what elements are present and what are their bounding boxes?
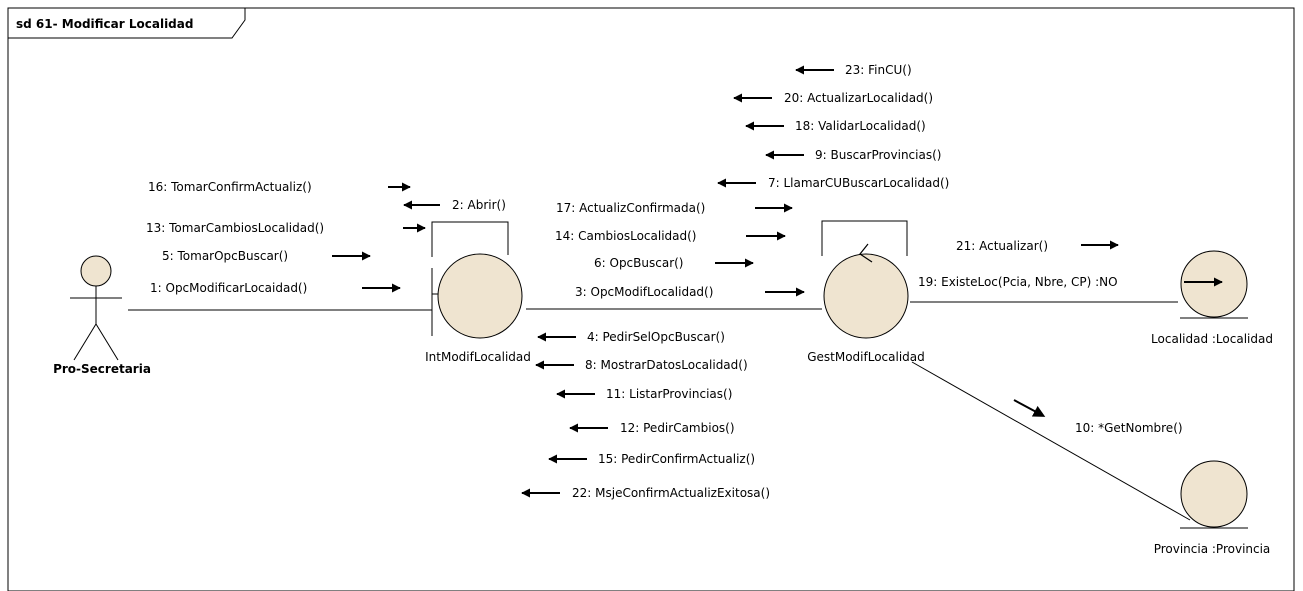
message-19: 19: ExisteLoc(Pcia, Nbre, CP) :NO [918, 275, 1223, 289]
message-9-label: 9: BuscarProvincias() [815, 148, 941, 162]
message-16-label: 16: TomarConfirmActualiz() [148, 180, 312, 194]
actor-head [80, 255, 112, 287]
message-20-label: 20: ActualizarLocalidad() [784, 91, 933, 105]
message-14-label: 14: CambiosLocalidad() [555, 229, 696, 243]
message-14: 14: CambiosLocalidad() [555, 229, 786, 243]
message-11-label: 11: ListarProvincias() [606, 387, 732, 401]
message-13-label: 13: TomarCambiosLocalidad() [146, 221, 324, 235]
message-9: 9: BuscarProvincias() [765, 148, 941, 162]
frame-title-tab [7, 7, 246, 39]
localidad-circle [1180, 250, 1248, 318]
provincia-circle [1180, 460, 1248, 528]
message-1: 1: OpcModificarLocaidad() [150, 281, 401, 295]
entity-provincia: Provincia :Provincia [1154, 460, 1271, 556]
message-8-label: 8: MostrarDatosLocalidad() [585, 358, 748, 372]
message-11: 11: ListarProvincias() [556, 387, 732, 401]
message-13: 13: TomarCambiosLocalidad() [146, 221, 426, 235]
message-2-label: 2: Abrir() [452, 198, 506, 212]
diagram-title: sd 61- Modificar Localidad [16, 17, 193, 31]
control-gestmodiflocalidad: GestModifLocalidad [807, 220, 925, 364]
message-21: 21: Actualizar() [956, 239, 1119, 253]
message-4: 4: PedirSelOpcBuscar() [537, 330, 725, 344]
message-23-label: 23: FinCU() [845, 63, 912, 77]
diagram-frame [7, 7, 1295, 591]
message-16: 16: TomarConfirmActualiz() [148, 180, 411, 194]
message-5: 5: TomarOpcBuscar() [162, 249, 371, 263]
message-17-label: 17: ActualizConfirmada() [556, 201, 705, 215]
message-22: 22: MsjeConfirmActualizExitosa() [521, 486, 770, 500]
message-15: 15: PedirConfirmActualiz() [548, 452, 755, 466]
message-21-label: 21: Actualizar() [956, 239, 1048, 253]
message-3: 3: OpcModifLocalidad() [575, 285, 805, 299]
message-23: 23: FinCU() [795, 63, 912, 77]
intmodif-label: IntModifLocalidad [425, 350, 531, 364]
message-2: 2: Abrir() [403, 198, 506, 212]
boundary-intmodiflocalidad: IntModifLocalidad [425, 221, 531, 364]
message-10-label: 10: *GetNombre() [1075, 421, 1183, 435]
message-1-label: 1: OpcModificarLocaidad() [150, 281, 307, 295]
message-8: 8: MostrarDatosLocalidad() [535, 358, 748, 372]
message-7-label: 7: LlamarCUBuscarLocalidad() [768, 176, 949, 190]
provincia-label: Provincia :Provincia [1154, 542, 1271, 556]
message-6-label: 6: OpcBuscar() [594, 256, 684, 270]
message-12: 12: PedirCambios() [569, 421, 735, 435]
control-circle [823, 253, 909, 339]
message-10: 10: *GetNombre() [1013, 399, 1183, 435]
localidad-label: Localidad :Localidad [1151, 332, 1273, 346]
boundary-circle [437, 253, 523, 339]
message-6: 6: OpcBuscar() [594, 256, 754, 270]
message-10-arrow [1013, 399, 1046, 417]
link-gestmodif-provincia [911, 361, 1191, 521]
message-18-label: 18: ValidarLocalidad() [795, 119, 926, 133]
message-5-label: 5: TomarOpcBuscar() [162, 249, 288, 263]
message-17: 17: ActualizConfirmada() [556, 201, 793, 215]
message-15-label: 15: PedirConfirmActualiz() [598, 452, 755, 466]
actor-label: Pro-Secretaria [53, 362, 151, 376]
message-3-label: 3: OpcModifLocalidad() [575, 285, 713, 299]
message-18: 18: ValidarLocalidad() [745, 119, 926, 133]
message-19-label: 19: ExisteLoc(Pcia, Nbre, CP) :NO [918, 275, 1118, 289]
message-20: 20: ActualizarLocalidad() [733, 91, 933, 105]
message-12-label: 12: PedirCambios() [620, 421, 735, 435]
message-7: 7: LlamarCUBuscarLocalidad() [717, 176, 949, 190]
message-4-label: 4: PedirSelOpcBuscar() [587, 330, 725, 344]
gestmodif-label: GestModifLocalidad [807, 350, 925, 364]
actor-pro-secretaria: Pro-Secretaria [53, 255, 151, 376]
message-22-label: 22: MsjeConfirmActualizExitosa() [572, 486, 770, 500]
